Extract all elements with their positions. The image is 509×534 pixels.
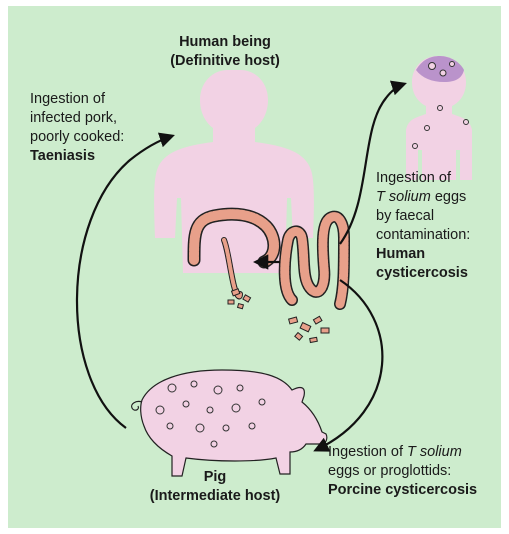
pig-host-role: (Intermediate host) [149,488,281,504]
proglottid-fragments [227,288,330,344]
tapeworm-long [278,210,351,310]
porcine-cysticercosis-arrow [313,279,384,452]
porcine-cysticercosis-line-2: eggs or proglottids: [328,463,452,479]
human-cysticercosis-figure [406,56,472,180]
porcine-cysticercosis-line-1: Ingestion of T solium [328,443,477,462]
porcine-cysticercosis-label: Ingestion of T solium eggs or proglottid… [328,443,477,500]
taeniasis-line-1: Ingestion of [30,91,105,107]
human-cysticercosis-line-1: Ingestion of [376,170,451,186]
porcine-cysticercosis-condition: Porcine cysticercosis [328,482,478,498]
taeniasis-arrow [75,132,175,429]
human-cysticercosis-condition-1: Human [376,246,426,262]
pig-host-name: Pig [203,469,227,485]
porcine-line-1-start: Ingestion of [328,444,407,460]
human-host-role: (Definitive host) [170,53,280,69]
species-name: T solium [376,189,431,205]
taeniasis-label: Ingestion of infected pork, poorly cooke… [30,90,124,166]
taeniasis-line-3: poorly cooked: [30,129,125,145]
human-cysticercosis-line-4: contamination: [376,227,471,243]
human-cysticercosis-line-2: T solium eggs [376,188,470,207]
human-cysticercosis-arrow [339,80,407,245]
human-host-name: Human being [179,34,271,50]
human-cysticercosis-line-3: by faecal [376,208,435,224]
human-cysticercosis-label: Ingestion of T solium eggs by faecal con… [376,169,470,283]
pig-host-label: Pig (Intermediate host) [130,468,300,506]
taeniasis-condition: Taeniasis [30,148,96,164]
tapeworm-short [187,207,281,300]
human-host-label: Human being (Definitive host) [150,33,300,71]
human-cysticercosis-condition-2: cysticercosis [376,265,468,281]
taeniasis-line-2: infected pork, [30,110,118,126]
porcine-species-name: T solium [407,444,462,460]
human-cysticercosis-line-2-rest: eggs [430,189,467,205]
pig-figure [131,369,328,477]
